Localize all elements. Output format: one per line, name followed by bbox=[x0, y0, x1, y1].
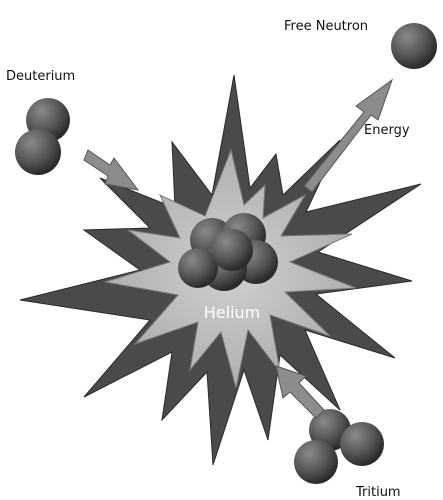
free-neutron-label: Free Neutron bbox=[284, 19, 368, 34]
tritium-particle bbox=[294, 409, 384, 484]
tritium-label: Tritium bbox=[355, 485, 401, 500]
free-neutron-particle bbox=[391, 23, 437, 69]
energy-label: Energy bbox=[364, 123, 410, 138]
helium-label: Helium bbox=[204, 303, 261, 322]
deuterium-particle bbox=[15, 98, 70, 175]
deuterium-label: Deuterium bbox=[6, 69, 75, 84]
deuterium-arrow bbox=[84, 150, 138, 190]
